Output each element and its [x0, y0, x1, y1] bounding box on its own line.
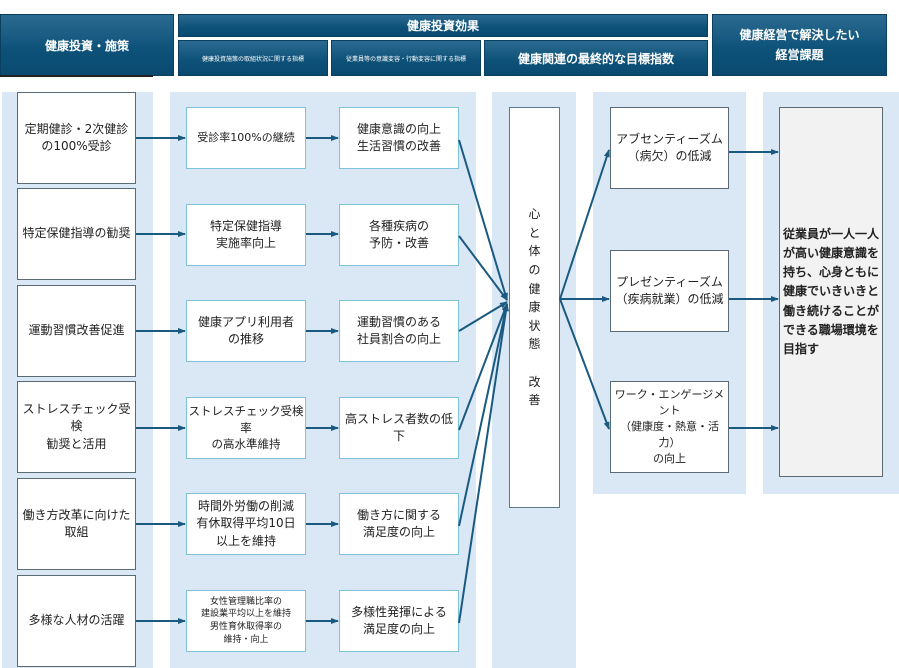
behavior-box: 運動習慣のある 社員割合の向上 [339, 300, 459, 362]
center-char: 心 [528, 207, 541, 222]
target-box-presenteeism: プレゼンティーズム （疾病就業）の低減 [610, 250, 729, 332]
center-char [533, 354, 537, 373]
target-box-engagement: ワーク・エンゲージメント （健康度・熱意・活力） の向上 [610, 381, 729, 473]
center-char: 改 [528, 374, 541, 389]
behavior-box: 多様性発揮による 満足度の向上 [339, 590, 459, 652]
measure-box: 特定保健指導の勧奨 [17, 188, 136, 280]
center-char: の [528, 263, 541, 278]
indicator-box: 女性管理職比率の 建設業平均以上を維持 男性育休取得率の 維持・向上 [186, 590, 306, 652]
indicator-box: 健康アプリ利用者 の推移 [186, 300, 306, 362]
center-char: と [528, 225, 541, 240]
center-char: 善 [528, 393, 541, 408]
indicator-box: 時間外労働の削減 有休取得平均10日 以上を維持 [186, 493, 306, 555]
measure-box: 働き方改革に向けた 取組 [17, 478, 136, 570]
center-health-state-box: 心と体の健康状態 改善 [509, 107, 560, 508]
center-char: 健 [528, 281, 541, 296]
management-goal-box: 従業員が一人一人が高い健康意識を持ち、心身ともに健康でいきいきと働き続けることが… [779, 107, 883, 477]
indicator-box: 受診率100%の継続 [186, 107, 306, 169]
measure-box: 運動習慣改善促進 [17, 285, 136, 377]
behavior-box: 働き方に関する 満足度の向上 [339, 493, 459, 555]
behavior-box: 各種疾病の 予防・改善 [339, 204, 459, 266]
management-goal-text: 従業員が一人一人が高い健康意識を持ち、心身ともに健康でいきいきと働き続けることが… [783, 226, 880, 356]
measure-box: 定期健診・2次健診 の100%受診 [17, 92, 136, 184]
center-health-state-text: 心と体の健康状態 改善 [510, 108, 559, 507]
behavior-box: 高ストレス者数の低下 [339, 397, 459, 459]
center-char: 態 [528, 337, 541, 352]
target-box-absenteeism: アブセンティーズム （病欠）の低減 [610, 107, 729, 189]
center-char: 状 [528, 318, 541, 333]
indicator-box: ストレスチェック受検率 の高水準維持 [186, 397, 306, 459]
measure-box: ストレスチェック受検 勧奨と活用 [17, 381, 136, 473]
header-investment-measures: 健康投資・施策 [0, 14, 174, 76]
center-char: 体 [528, 244, 541, 259]
indicator-box: 特定保健指導 実施率向上 [186, 204, 306, 266]
header-sub-indicator-1: 健康投資施策の取組状況に関する指標 [178, 40, 328, 76]
behavior-box: 健康意識の向上 生活習慣の改善 [339, 107, 459, 169]
header-management-issue: 健康経営で解決したい 経営課題 [712, 14, 887, 76]
header-sub-indicator-2: 従業員等の意識変容・行動変容に関する指標 [331, 40, 481, 76]
center-char: 康 [528, 300, 541, 315]
header-investment-effects: 健康投資効果 [178, 14, 708, 37]
header-final-targets: 健康関連の最終的な目標指数 [484, 40, 708, 76]
measure-box: 多様な人材の活躍 [17, 575, 136, 667]
header-underline [0, 75, 153, 77]
band-indicators [170, 92, 476, 668]
